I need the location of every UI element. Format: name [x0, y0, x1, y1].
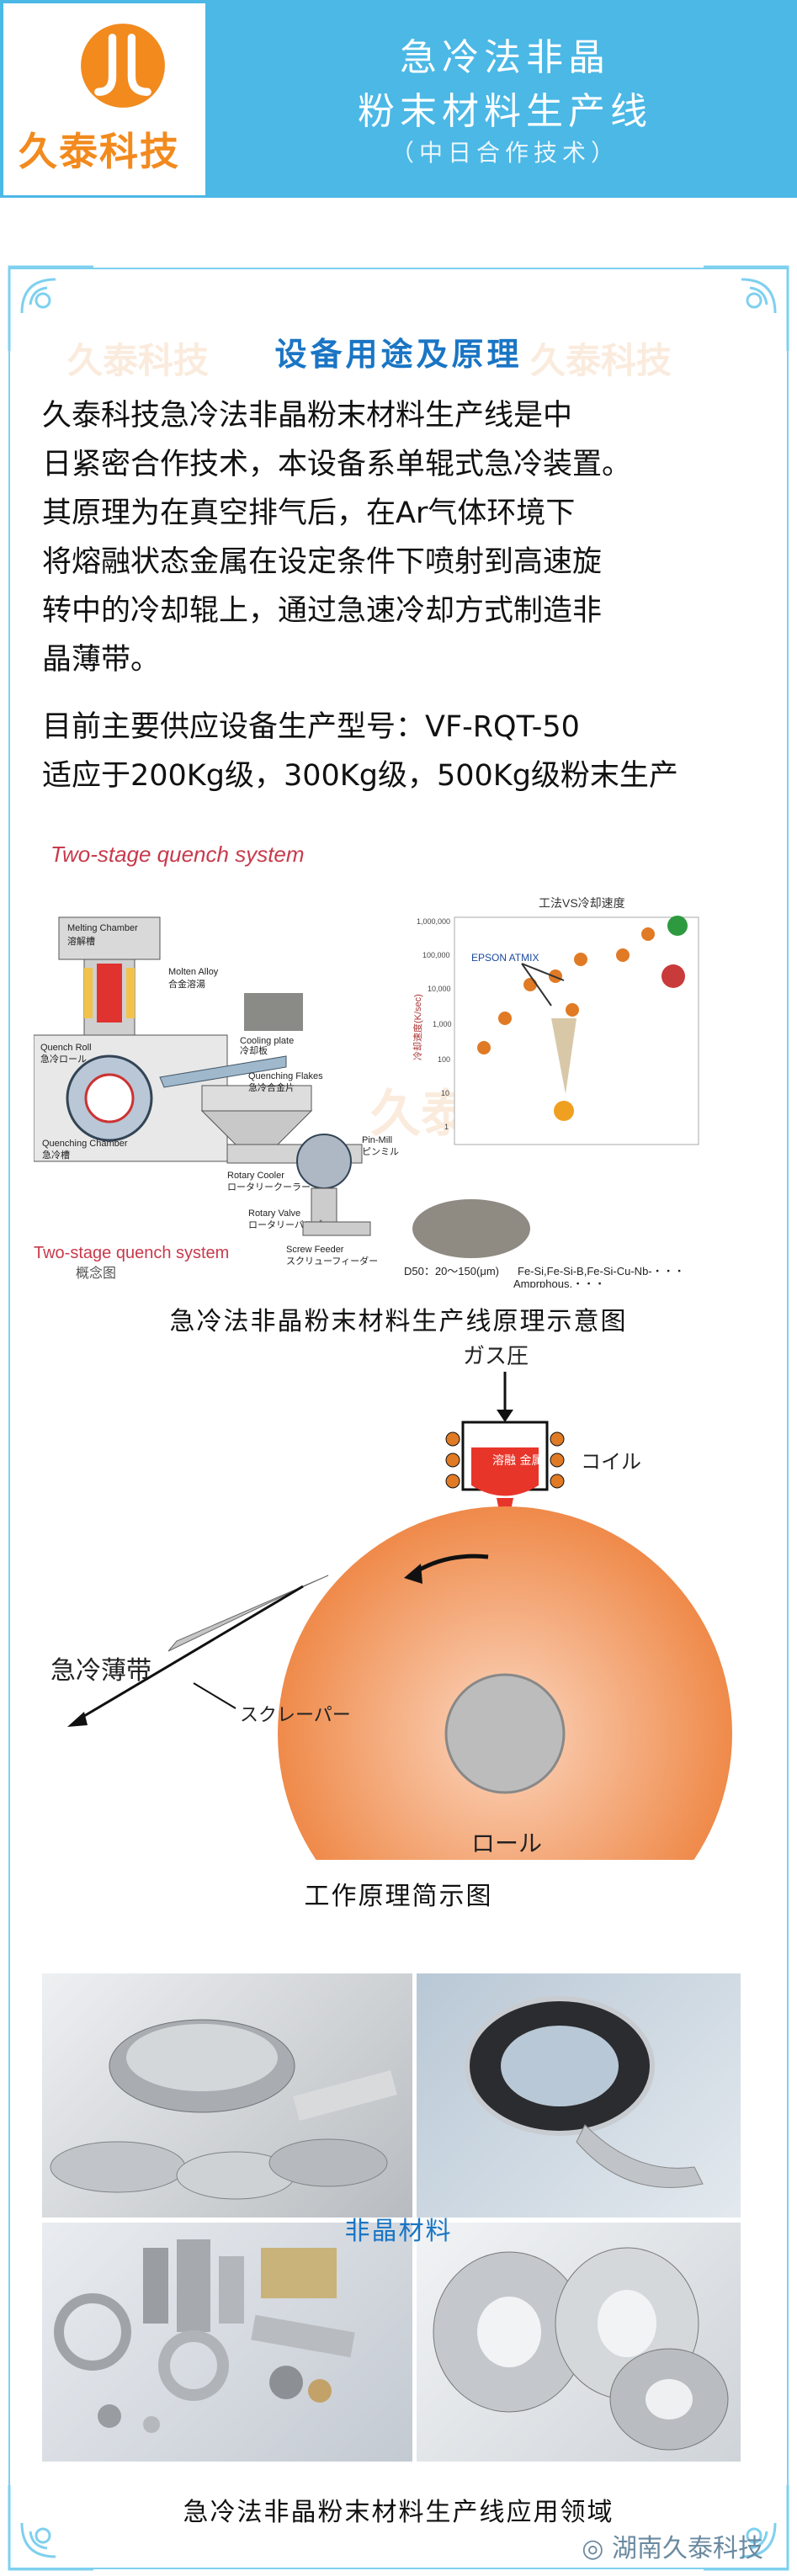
label-materials: Fe-Si,Fe-Si-B,Fe-Si-Cu-Nb-・・・: [518, 1265, 685, 1277]
watermark: 久泰科技: [67, 340, 210, 381]
corner-ornament-icon: [8, 265, 93, 351]
photo-ribbon-roll: [417, 1973, 741, 2217]
section-title: 设备用途及原理: [274, 336, 523, 373]
chart-y-tick: 1,000,000: [417, 917, 450, 926]
footer-account: ◎ 湖南久泰科技: [582, 2527, 763, 2564]
corner-ornament-icon: [704, 265, 789, 351]
label-melting-chamber: Melting Chamber: [67, 923, 138, 933]
photo-magnets: [42, 2223, 412, 2462]
label-molten-alloy-jp: 合金溶湯: [168, 978, 205, 990]
working-principle-diagram: ガス圧 溶融 金属 コイル ロール 急冷薄带 スクレーパー: [50, 1344, 732, 1860]
chart-y-tick: 100: [438, 1055, 450, 1064]
label-quenching-chamber-jp: 急冷槽: [42, 1149, 70, 1161]
diagram-heading: Two-stage quench system: [50, 842, 305, 867]
photo-amorphous-discs: [42, 1973, 412, 2217]
diagram1-caption: 急冷法非晶粉末材料生产线原理示意图: [169, 1307, 628, 1336]
chart-y-axis-label: 冷却速度(K/sec): [412, 994, 423, 1060]
label-quenching-chamber: Quenching Chamber: [42, 1139, 128, 1149]
photo-steel-coils: [417, 2223, 741, 2462]
paragraph-line: 其原理为在真空排气后，在Ar气体环境下: [42, 497, 576, 530]
quench-system-diagram: Melting Chamber 溶解槽 Molten Alloy 合金溶湯 Qu…: [34, 896, 699, 1288]
label-concept: 概念图: [76, 1265, 116, 1281]
label-roll: ロール: [471, 1830, 542, 1857]
chart-y-tick: 1: [444, 1123, 449, 1131]
materials-label: 非晶材料: [344, 2217, 453, 2246]
diagram2-caption: 工作原理简示图: [304, 1882, 493, 1911]
chart-y-tick: 100,000: [422, 951, 450, 959]
paragraph-line: 转中的冷却辊上，通过急速冷却方式制造非: [42, 594, 603, 628]
label-melt: 溶融 金属: [492, 1454, 543, 1468]
watermark: 久泰科技: [530, 340, 672, 381]
label-epson: EPSON ATMIX: [471, 952, 539, 964]
logo: 久泰科技: [3, 3, 205, 195]
header-title-line2: 粉末材料生产线: [358, 90, 652, 133]
label-quench-roll: Quench Roll: [40, 1043, 92, 1053]
label-rotary-cooler-jp: ロータリークーラー: [227, 1182, 311, 1192]
label-pin-mill-jp: ピンミル: [362, 1146, 399, 1157]
paragraph-line: 适应于200Kg级，300Kg级，500Kg级粉末生产: [42, 759, 678, 793]
header-subtitle: （中日合作技术）: [390, 139, 619, 167]
label-quenching-flakes: Quenching Flakes: [248, 1071, 323, 1081]
label-screw-feeder: Screw Feeder: [286, 1245, 344, 1255]
chart-title: 工法VS冷却速度: [539, 896, 625, 910]
label-coil: コイル: [581, 1450, 641, 1474]
label-bottom-title: Two-stage quench system: [34, 1244, 229, 1262]
label-pin-mill: Pin-Mill: [362, 1135, 392, 1145]
application-photos: [42, 1973, 741, 2462]
label-screw-feeder-jp: スクリューフィーダー: [286, 1255, 378, 1267]
photos-caption: 急冷法非晶粉末材料生产线应用领域: [183, 2498, 614, 2527]
footer-account-name: 湖南久泰科技: [612, 2534, 763, 2563]
header-title-line1: 急冷法非晶: [400, 36, 610, 79]
label-amorphous: Amprphous,・・・: [513, 1277, 605, 1288]
chart-y-tick: 1,000: [433, 1020, 452, 1028]
paragraph-line: 将熔融状态金属在设定条件下喷射到高速旋: [42, 545, 603, 579]
paragraph-line: 目前主要供应设备生产型号：VF-RQT-50: [42, 710, 580, 744]
paragraph-line: 晶薄带。: [42, 643, 161, 677]
logo-icon: [81, 24, 165, 108]
chart-y-tick: 10,000: [428, 985, 451, 993]
label-scraper: スクレーパー: [240, 1705, 351, 1726]
label-cooling-plate: Cooling plate: [240, 1036, 294, 1046]
paragraph-line: 久泰科技急冷法非晶粉末材料生产线是中: [42, 399, 573, 433]
label-quenching-flakes-jp: 急冷合金片: [248, 1081, 295, 1093]
label-d50: D50：20～150(μm): [404, 1265, 499, 1277]
corner-ornament-icon: [704, 2485, 789, 2571]
label-ribbon: 急冷薄带: [50, 1656, 151, 1686]
chart-y-tick: 10: [441, 1089, 449, 1097]
corner-ornament-icon: [8, 2485, 93, 2571]
paragraph-line: 日紧密合作技术，本设备系单辊式急冷装置。: [42, 448, 632, 481]
label-molten-alloy: Molten Alloy: [168, 967, 219, 977]
header-banner: 久泰科技 急冷法非晶 粉末材料生产线 （中日合作技术）: [0, 0, 797, 198]
label-rotary-valve: Rotary Valve: [248, 1208, 300, 1219]
label-cooling-plate-jp: 冷却板: [240, 1044, 268, 1056]
label-quench-roll-jp: 急冷ロール: [40, 1053, 87, 1065]
label-rotary-cooler: Rotary Cooler: [227, 1171, 284, 1181]
content-frame: [8, 268, 789, 2569]
wechat-icon: ◎: [582, 2534, 612, 2563]
label-melting-chamber-jp: 溶解槽: [67, 935, 95, 947]
label-gas-pressure: ガス圧: [463, 1344, 529, 1369]
brand-name: 久泰科技: [19, 129, 180, 174]
